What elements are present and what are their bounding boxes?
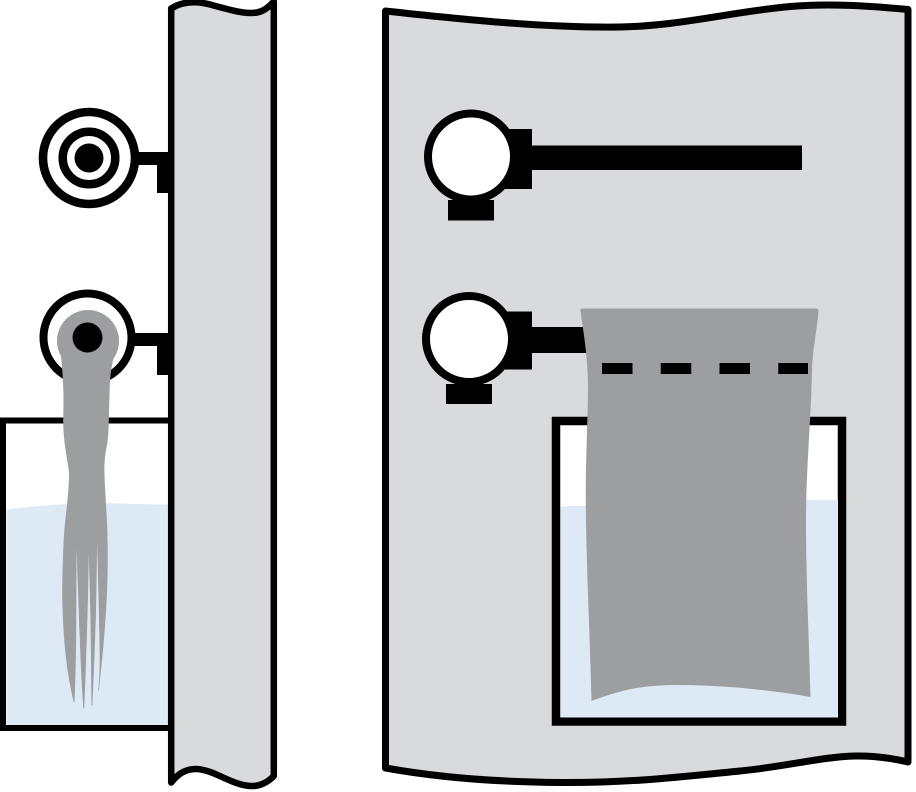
front-pin-top-foot xyxy=(448,200,494,221)
side-beaker-liquid xyxy=(6,503,174,725)
front-pin-bottom-head xyxy=(422,292,516,386)
side-pin-bottom-bracket xyxy=(157,333,174,375)
side-pin-top xyxy=(38,107,174,209)
front-towel xyxy=(579,308,819,701)
front-pin-bottom-foot xyxy=(446,384,492,404)
front-pin-top-head xyxy=(424,109,518,204)
side-pin-bottom-center-dot xyxy=(72,322,103,353)
front-pin-top-rod xyxy=(520,145,802,170)
side-pin-top-bracket xyxy=(157,152,174,193)
side-pin-top-center-dot xyxy=(74,143,104,173)
side-wall-panel xyxy=(167,0,278,790)
front-pin-top xyxy=(424,109,802,221)
side-towel-strip xyxy=(60,352,116,709)
front-pin-bottom xyxy=(422,292,532,404)
